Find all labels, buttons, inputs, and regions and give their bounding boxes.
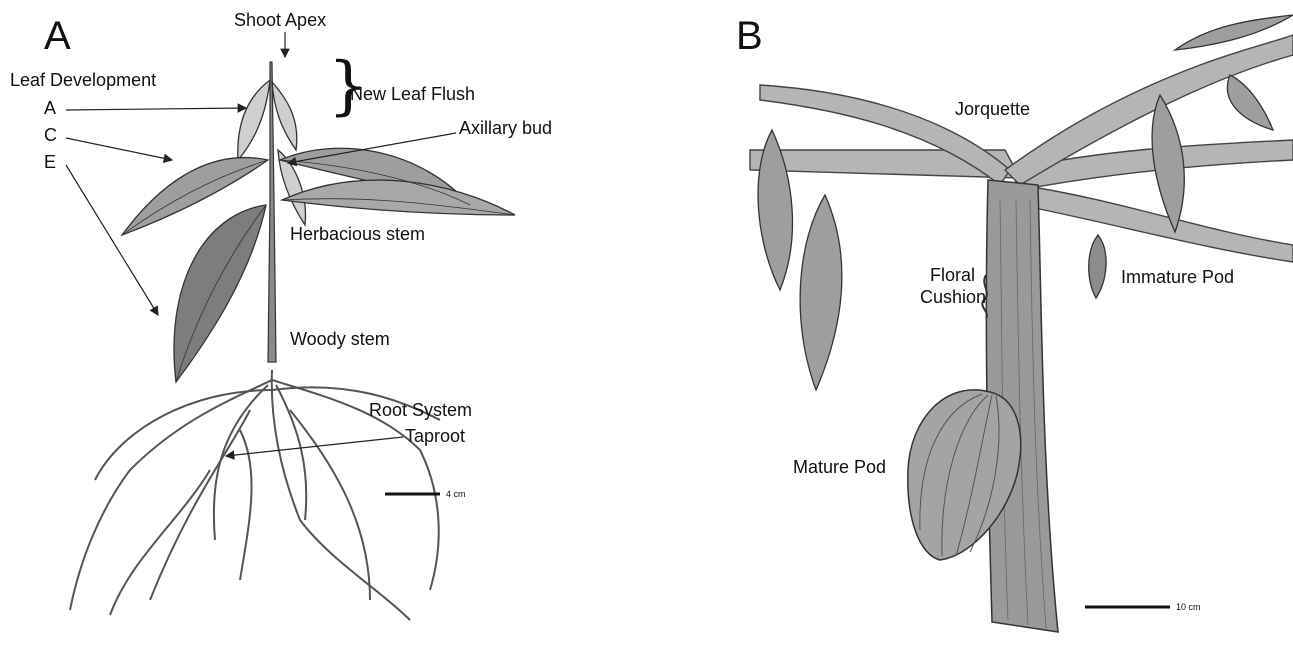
leaf-stage-e — [174, 205, 266, 382]
leaf-right-mid — [282, 180, 515, 215]
label-immature-pod: Immature Pod — [1121, 267, 1234, 287]
label-herbaceous-stem: Herbacious stem — [290, 224, 425, 244]
label-stage-a: A — [44, 98, 56, 118]
seedling-illustration — [0, 0, 560, 645]
label-new-leaf-flush: New Leaf Flush — [350, 84, 475, 104]
label-stage-e: E — [44, 152, 56, 172]
label-jorquette: Jorquette — [955, 99, 1030, 119]
branch-lower-right — [1020, 185, 1293, 262]
label-floral-cushion-line1: Floral — [930, 265, 975, 285]
label-root-system: Root System — [369, 400, 472, 420]
immature-pod — [1089, 235, 1106, 298]
scale-bar-b-label: 10 cm — [1176, 602, 1201, 612]
label-woody-stem: Woody stem — [290, 329, 390, 349]
scale-bar-a-label: 4 cm — [446, 489, 466, 499]
label-leaf-development: Leaf Development — [10, 70, 156, 90]
label-stage-c: C — [44, 125, 57, 145]
label-floral-cushion-line2: Cushion — [920, 287, 986, 307]
leaf-young-a — [238, 80, 270, 160]
panel-letter-b: B — [736, 16, 763, 56]
panel-letter-a: A — [44, 16, 71, 56]
label-taproot: Taproot — [405, 426, 465, 446]
panel-a-seedling: A Shoot Apex Leaf Development A C E } Ne… — [0, 0, 560, 645]
panel-b-mature-tree: B Jorquette Floral Cushion Immature Pod … — [720, 0, 1293, 645]
tree-illustration — [720, 0, 1293, 645]
seedling-stem — [268, 62, 276, 362]
leaf-hanging-right-1 — [1152, 95, 1184, 232]
leaf-hanging-right-2 — [1227, 75, 1273, 130]
label-mature-pod: Mature Pod — [793, 457, 886, 477]
leaf-hanging-mid — [800, 195, 842, 390]
label-axillary-bud: Axillary bud — [459, 118, 552, 138]
label-shoot-apex: Shoot Apex — [234, 10, 326, 30]
leaf-young-b — [272, 82, 297, 150]
